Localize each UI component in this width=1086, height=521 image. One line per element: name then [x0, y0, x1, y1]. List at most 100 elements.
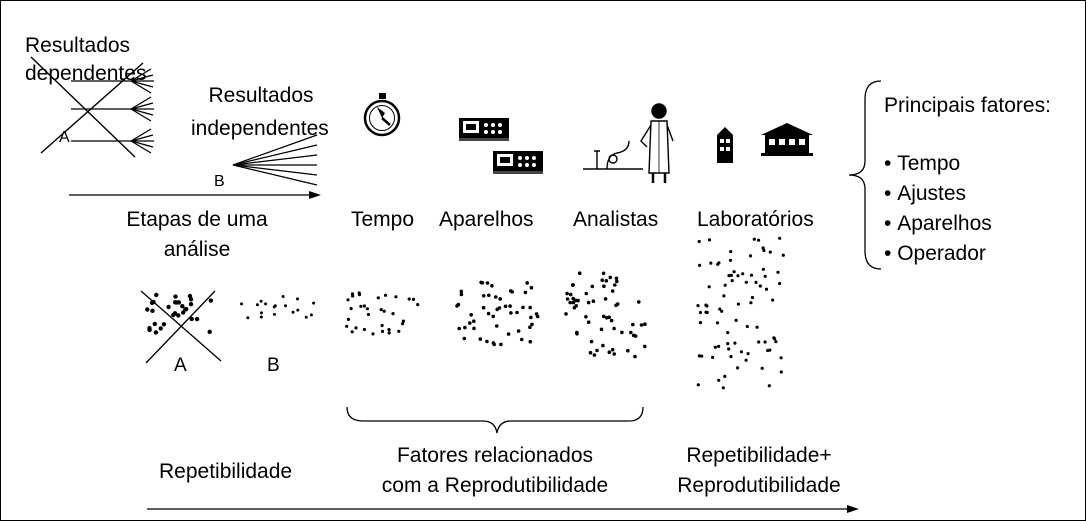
- scatter-dot: [188, 302, 194, 307]
- scatter-dot: [260, 311, 263, 315]
- etapas-label-2: análise: [163, 238, 231, 261]
- scatter-dot: [491, 314, 496, 319]
- scatter-dot: [717, 344, 721, 348]
- scatter-dot: [351, 294, 355, 298]
- point-b-label: B: [214, 173, 225, 190]
- scatter-dot: [715, 321, 720, 325]
- scatter-dot: [570, 283, 575, 287]
- scatter-dot: [626, 348, 630, 353]
- cross-out-line-1: [30, 56, 136, 158]
- scatter-dot: [595, 348, 599, 353]
- scatter-dot: [304, 315, 308, 319]
- scatter-dot: [525, 281, 529, 285]
- scatter-dot: [614, 276, 619, 281]
- scatter-dot: [748, 254, 753, 258]
- scatter-dot: [492, 342, 497, 347]
- principais-fatores-list: Tempo Ajustes Aparelhos Operador: [884, 149, 992, 269]
- scatter-dot: [401, 319, 405, 323]
- scatter-dot: [697, 354, 702, 358]
- scatter-dot: [255, 303, 259, 307]
- analistas-label: Analistas: [573, 208, 659, 231]
- scatter-dot: [771, 298, 775, 302]
- scatter-dot: [612, 326, 616, 331]
- scatter-dot: [778, 236, 782, 240]
- scatter-dot: [481, 294, 486, 298]
- scatter-dot: [401, 322, 405, 326]
- scatter-dot: [529, 285, 534, 290]
- scatter-dot: [259, 299, 263, 303]
- scatter-dot: [498, 297, 503, 301]
- scatter-b-cluster: [240, 295, 316, 320]
- scatter-dot: [240, 302, 243, 306]
- scatter-dot: [171, 312, 176, 318]
- scatter-dot: [734, 318, 738, 322]
- scatter-dot: [383, 293, 388, 297]
- scatter-dot: [732, 270, 736, 274]
- scatter-dot: [207, 329, 212, 334]
- scatter-dot: [591, 299, 596, 304]
- scatter-dot: [729, 250, 733, 254]
- scatter-dot: [697, 239, 701, 244]
- scatter-dot: [528, 339, 533, 344]
- scatter-dot: [600, 278, 604, 283]
- tempo-label: Tempo: [351, 208, 415, 231]
- scatter-dot: [609, 318, 614, 323]
- scatter-dot: [376, 296, 380, 300]
- scatter-dot: [284, 304, 287, 308]
- etapas-arrow: [69, 191, 321, 199]
- scatter-dot: [208, 298, 214, 303]
- scatter-dot: [152, 321, 157, 327]
- scatter-dot: [704, 310, 708, 314]
- scatter-dot: [763, 274, 767, 278]
- scatter-dot: [154, 292, 159, 298]
- scatter-dot: [723, 374, 727, 378]
- scatter-dot: [760, 366, 764, 370]
- scatter-dot: [296, 308, 300, 312]
- scatter-dot: [601, 314, 606, 319]
- scatter-dot: [153, 330, 159, 335]
- scatter-dot: [387, 328, 391, 332]
- scatter-dot: [387, 331, 391, 335]
- scatter-dot: [604, 315, 609, 320]
- scatter-dot: [728, 258, 733, 262]
- scatter-dot: [704, 303, 708, 307]
- scatter-dot: [565, 291, 569, 296]
- scatter-dot: [755, 325, 759, 329]
- scatter-dot: [639, 323, 644, 327]
- scatter-dot: [744, 280, 748, 284]
- scatter-dot: [576, 298, 580, 303]
- repetibilidade-label: Repetibilidade: [159, 460, 293, 483]
- scatter-dot: [633, 354, 637, 359]
- factor-item: Ajustes: [884, 179, 992, 209]
- scatter-dot: [575, 330, 579, 335]
- scatter-dot: [510, 290, 514, 294]
- scatter-dot: [173, 294, 178, 299]
- scatter-dot: [633, 334, 638, 338]
- scatter-dot: [503, 304, 508, 309]
- scatter-dot: [749, 273, 754, 277]
- scatter-dot: [391, 312, 395, 316]
- scatter-dot: [150, 308, 155, 313]
- aparelhos-label: Aparelhos: [439, 208, 534, 231]
- scatter-dot: [726, 342, 730, 346]
- scatter-dot: [508, 304, 512, 308]
- scatter-dot: [478, 337, 483, 341]
- scatter-dot: [495, 324, 499, 328]
- independent-results-fan: [232, 134, 318, 186]
- instrument-icon: [493, 151, 543, 174]
- scatter-dot: [349, 307, 353, 311]
- laboratory-icon: [761, 123, 813, 156]
- scatter-dot: [749, 301, 753, 305]
- scatter-dot: [499, 342, 503, 347]
- scatter-dot: [362, 304, 366, 308]
- scatter-dot: [764, 287, 769, 291]
- scatter-dot: [346, 298, 350, 302]
- scatter-dot: [184, 306, 189, 312]
- scatter-dot: [700, 354, 704, 358]
- factor-item: Aparelhos: [884, 209, 992, 239]
- scatter-dot: [397, 329, 401, 333]
- resultados-dependentes-label-1: Resultados: [25, 34, 131, 57]
- scatter-dot: [726, 331, 730, 335]
- scatter-dot: [309, 313, 313, 317]
